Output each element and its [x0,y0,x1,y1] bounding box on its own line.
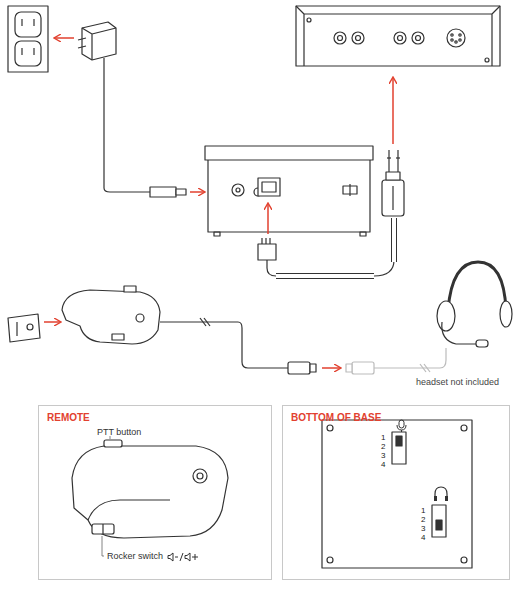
switch-position: 3 [381,451,385,460]
callout-panel: BOTTOM OF BASE [282,405,510,580]
panel-heading: BOTTOM OF BASE [291,412,381,423]
switch-position: 2 [381,442,385,451]
switch-position: 4 [381,460,385,469]
switch-position: 2 [421,515,425,524]
part-label: PTT button [97,427,141,437]
part-label: Rocker switch [107,551,163,561]
switch-position: 1 [381,433,385,442]
switch-position: 3 [421,524,425,533]
panel-heading: REMOTE [47,412,90,423]
switch-position: 1 [421,506,425,515]
volume-icons [167,552,201,562]
note-label: headset not included [416,377,499,387]
callout-panel: REMOTE PTT buttonRocker switch [38,405,272,580]
switch-position: 4 [421,533,425,542]
